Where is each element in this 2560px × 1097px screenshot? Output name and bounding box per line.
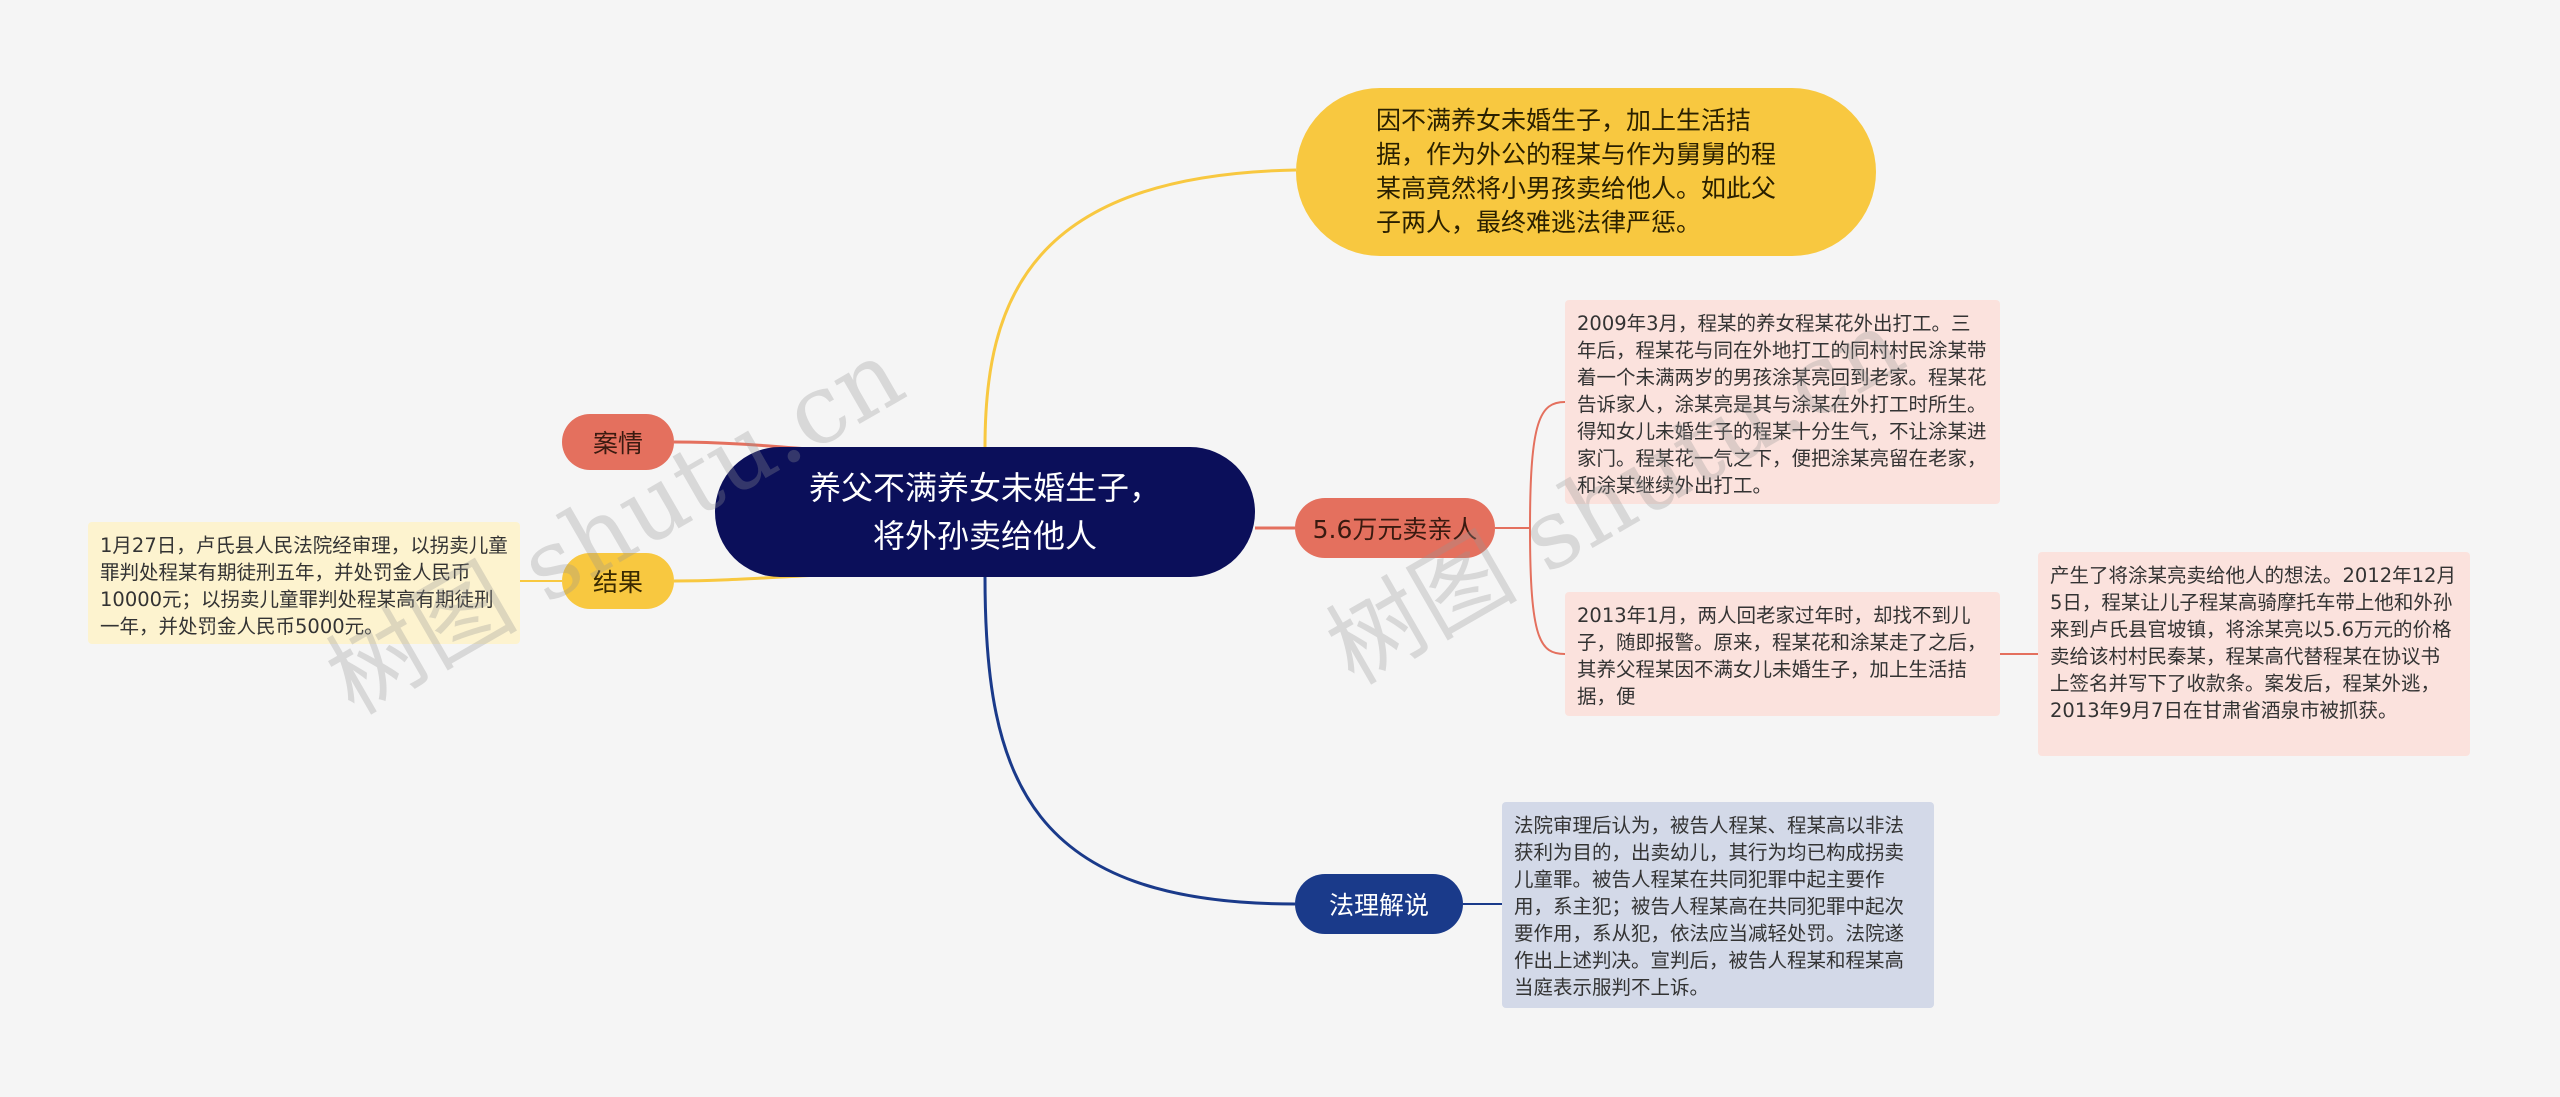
link-mai-detail1 [1529, 401, 1566, 529]
branch-anqing-label: 案情 [592, 429, 643, 458]
branch-fali[interactable]: 法理解说 [1295, 874, 1463, 934]
central-topic-text: 养父不满养女未婚生子， 将外孙卖给他人 [808, 469, 1161, 555]
branch-fali-label: 法理解说 [1328, 891, 1429, 920]
branch-jieguo-label: 结果 [592, 568, 643, 597]
mai-detail-box-1[interactable]: 2009年3月，程某的养女程某花外出打工。三年后，程某花与同在外地打工的同村村民… [1565, 300, 2000, 504]
fali-detail-text: 法院审理后认为，被告人程某、程某高以非法获利为目的，出卖幼儿，其行为均已构成拐卖… [1514, 814, 1905, 999]
mai-detail-box-3[interactable]: 产生了将涂某亮卖给他人的想法。2012年12月5日，程某让儿子程某高骑摩托车带上… [2038, 552, 2470, 756]
fali-detail-box[interactable]: 法院审理后认为，被告人程某、程某高以非法获利为目的，出卖幼儿，其行为均已构成拐卖… [1502, 802, 1934, 1008]
mai-detail-text-2: 2013年1月，两人回老家过年时，却找不到儿子，随即报警。原来，程某花和涂某走了… [1577, 604, 1987, 708]
link-fali [983, 576, 1296, 906]
mai-detail-box-2[interactable]: 2013年1月，两人回老家过年时，却找不到儿子，随即报警。原来，程某花和涂某走了… [1565, 592, 2000, 716]
mai-detail-text-3: 产生了将涂某亮卖给他人的想法。2012年12月5日，程某让儿子程某高骑摩托车带上… [2050, 564, 2456, 722]
summary-node[interactable]: 因不满养女未婚生子，加上生活拮据，作为外公的程某与作为舅舅的程某高竟然将小男孩卖… [1296, 88, 1876, 256]
mai-detail-text-1: 2009年3月，程某的养女程某花外出打工。三年后，程某花与同在外地打工的同村村民… [1577, 312, 1987, 497]
branch-mai-label: 5.6万元卖亲人 [1312, 515, 1478, 544]
branch-anqing[interactable]: 案情 [562, 414, 674, 470]
jieguo-detail-box[interactable]: 1月27日，卢氏县人民法院经审理，以拐卖儿童罪判处程某有期徒刑五年，并处罚金人民… [88, 522, 520, 644]
link-mai-detail2 [1529, 527, 1566, 655]
jieguo-detail-text: 1月27日，卢氏县人民法院经审理，以拐卖儿童罪判处程某有期徒刑五年，并处罚金人民… [100, 534, 508, 638]
central-topic[interactable]: 养父不满养女未婚生子， 将外孙卖给他人 [715, 447, 1255, 577]
link-summary [983, 168, 1297, 448]
branch-mai[interactable]: 5.6万元卖亲人 [1295, 498, 1495, 558]
summary-text: 因不满养女未婚生子，加上生活拮据，作为外公的程某与作为舅舅的程某高竟然将小男孩卖… [1376, 106, 1777, 237]
branch-jieguo[interactable]: 结果 [562, 553, 674, 609]
